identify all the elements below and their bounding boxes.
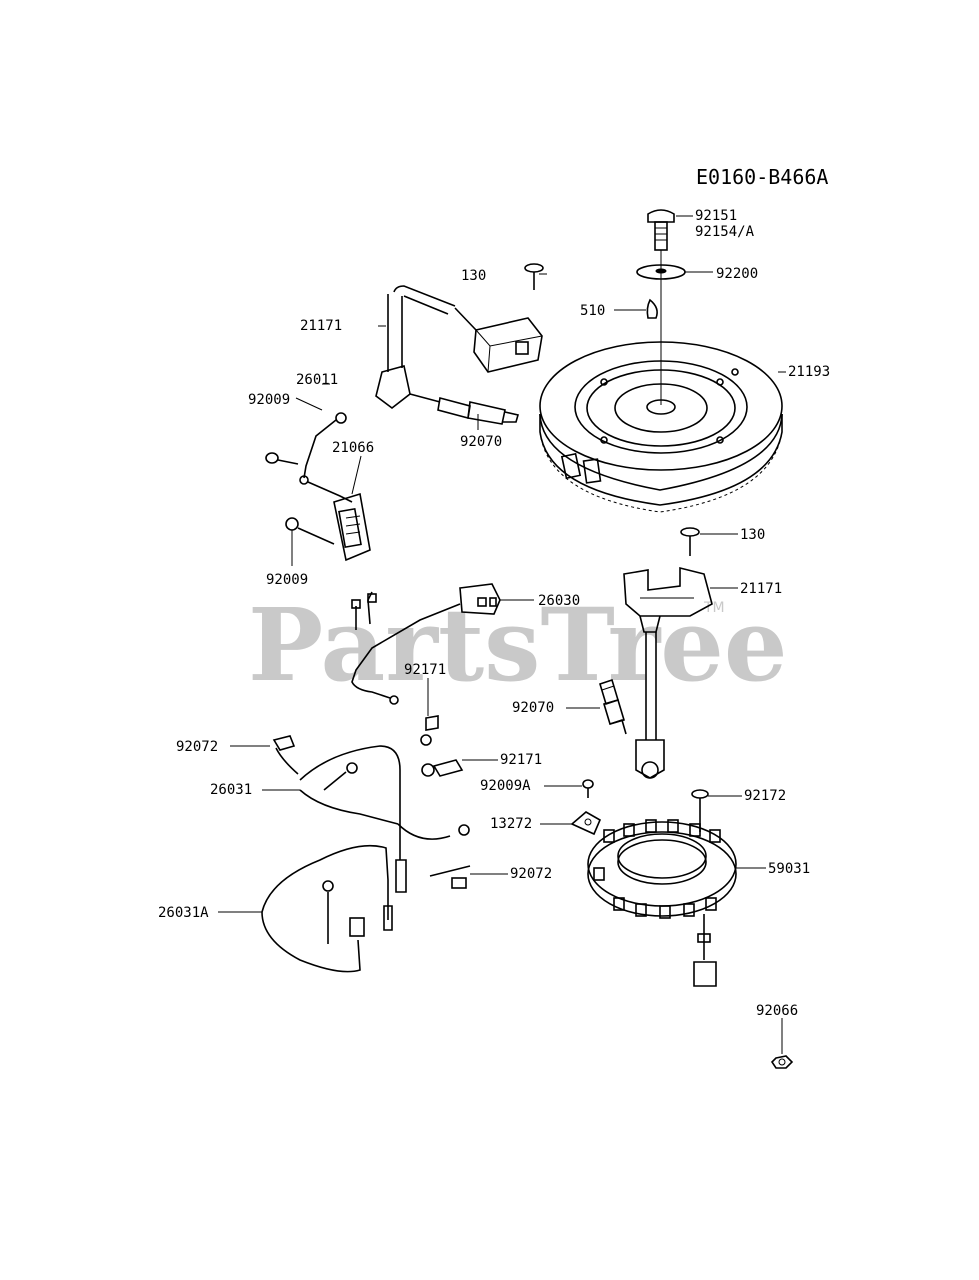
screw-92009-upper[interactable]: [265, 452, 299, 465]
harness-26030[interactable]: [351, 583, 501, 705]
callout-92009a[interactable]: 92009A: [480, 778, 531, 794]
callout-130-mid[interactable]: 130: [740, 527, 765, 543]
diode-21066[interactable]: [333, 492, 371, 562]
ground-wire-26011[interactable]: [299, 412, 353, 503]
callout-26031a[interactable]: 26031A: [158, 905, 209, 921]
screw-130-lower[interactable]: [680, 527, 700, 556]
callout-26030[interactable]: 26030: [538, 593, 580, 609]
callout-26011[interactable]: 26011: [296, 372, 338, 388]
callout-92154a[interactable]: 92154/A: [695, 224, 755, 240]
screw-92009-lower[interactable]: [285, 517, 335, 545]
connector-92072-b[interactable]: [429, 865, 471, 889]
callout-92009-top[interactable]: 92009: [248, 392, 290, 408]
callout-130-top[interactable]: 130: [461, 268, 486, 284]
flywheel-bolt[interactable]: [647, 209, 675, 251]
bracket-13272[interactable]: [570, 811, 602, 836]
callout-510[interactable]: 510: [580, 303, 605, 319]
nut-92066[interactable]: [770, 1055, 794, 1069]
flywheel[interactable]: [539, 341, 783, 513]
callout-92070-mid[interactable]: 92070: [512, 700, 554, 716]
callout-92151[interactable]: 92151: [695, 208, 737, 224]
callout-92070-top[interactable]: 92070: [460, 434, 502, 450]
callout-92171-a[interactable]: 92171: [404, 662, 446, 678]
leader-lines: [218, 215, 786, 1054]
callout-92171-b[interactable]: 92171: [500, 752, 542, 768]
harness-26031a[interactable]: [261, 844, 393, 973]
terminal-92171-b[interactable]: [421, 759, 464, 777]
callout-21193[interactable]: 21193: [788, 364, 830, 380]
terminal-92171-a[interactable]: [420, 715, 439, 746]
callout-92009-bot[interactable]: 92009: [266, 572, 308, 588]
callout-92200[interactable]: 92200: [716, 266, 758, 282]
callout-labels: 92151 92154/A 130 92200 21171 510 21193 …: [158, 208, 830, 1019]
callout-21171-mid[interactable]: 21171: [740, 581, 782, 597]
diagram-code: E0160-B466A: [696, 165, 828, 189]
screw-92009a[interactable]: [582, 779, 594, 798]
callout-21066[interactable]: 21066: [332, 440, 374, 456]
callout-92172[interactable]: 92172: [744, 788, 786, 804]
spark-plug-upper[interactable]: [409, 393, 520, 425]
callout-59031[interactable]: 59031: [768, 861, 810, 877]
watermark: PartsTree: [248, 586, 788, 704]
ignition-coil-lower[interactable]: [623, 566, 713, 779]
spark-plug-cap-upper[interactable]: [375, 365, 411, 410]
flywheel-key[interactable]: [646, 298, 658, 319]
ignition-coil-upper[interactable]: [387, 285, 543, 373]
spark-plug-lower[interactable]: [599, 678, 627, 735]
harness-26031[interactable]: [272, 735, 470, 893]
callout-26031[interactable]: 26031: [210, 782, 252, 798]
callout-92072-b[interactable]: 92072: [510, 866, 552, 882]
watermark-trademark: TM: [703, 600, 725, 616]
callout-13272[interactable]: 13272: [490, 816, 532, 832]
stator-59031[interactable]: [587, 819, 737, 987]
screw-130-upper[interactable]: [524, 263, 544, 290]
callout-92072-a[interactable]: 92072: [176, 739, 218, 755]
callout-92066[interactable]: 92066: [756, 1003, 798, 1019]
callout-21171-top[interactable]: 21171: [300, 318, 342, 334]
